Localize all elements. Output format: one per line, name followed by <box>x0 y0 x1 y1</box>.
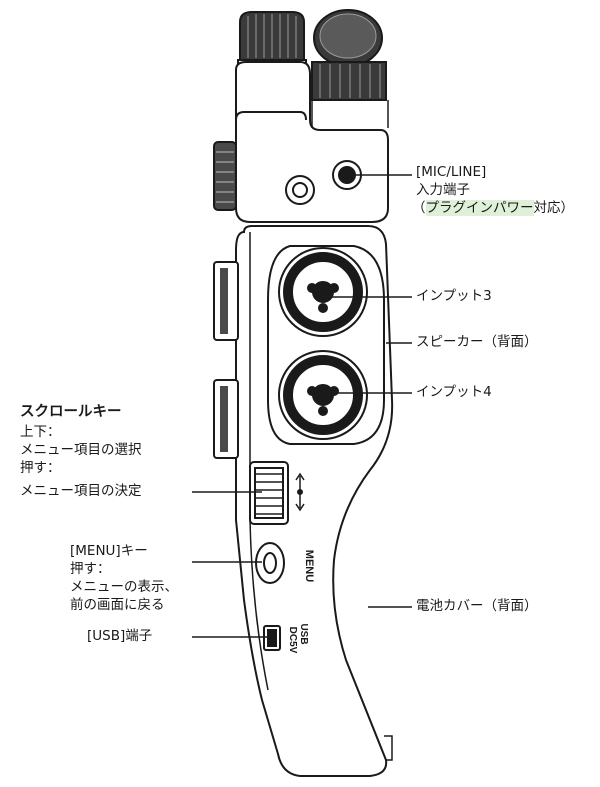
menu-key-line2: メニューの表示、 <box>70 579 178 595</box>
input3-label: インプット3 <box>416 288 492 304</box>
mic-line-paren-open: （ <box>412 200 426 216</box>
mic-line-plugin-power: プラグインパワー <box>425 200 534 216</box>
input3-jack <box>278 247 368 337</box>
mic-line-line3: （プラグインパワー対応） <box>412 200 574 217</box>
input4-jack <box>278 350 368 440</box>
scroll-key-title: スクロールキー <box>20 404 122 420</box>
device-dc5v-print: DC5V <box>287 627 298 654</box>
usb-label: [USB]端子 <box>87 628 153 644</box>
scroll-key-line4: メニュー項目の決定 <box>20 483 142 499</box>
mic-line-paren-close: 対応） <box>533 200 575 216</box>
mic-line-title: [MIC/LINE] <box>416 164 487 180</box>
menu-key-title: [MENU]キー <box>70 543 148 559</box>
menu-key-line1: 押す： <box>70 561 111 577</box>
scroll-key-wheel <box>249 461 305 525</box>
scroll-key-line1: 上下： <box>20 424 61 440</box>
scroll-key-line2: メニュー項目の選択 <box>20 442 142 458</box>
right-mic-capsule <box>311 9 387 101</box>
mic-line-line2: 入力端子 <box>416 182 470 198</box>
device-usb-print: USB <box>298 623 309 644</box>
leader-lines <box>192 174 412 638</box>
speaker-label: スピーカー（背面） <box>416 334 538 350</box>
scroll-key-line3: 押す： <box>20 460 61 476</box>
usb-port <box>263 625 281 651</box>
device-menu-print: MENU <box>303 550 315 582</box>
input4-label: インプット4 <box>416 384 492 400</box>
menu-key-button <box>255 542 285 584</box>
battery-cover-label: 電池カバー（背面） <box>416 598 538 614</box>
menu-key-line3: 前の画面に戻る <box>70 597 165 613</box>
